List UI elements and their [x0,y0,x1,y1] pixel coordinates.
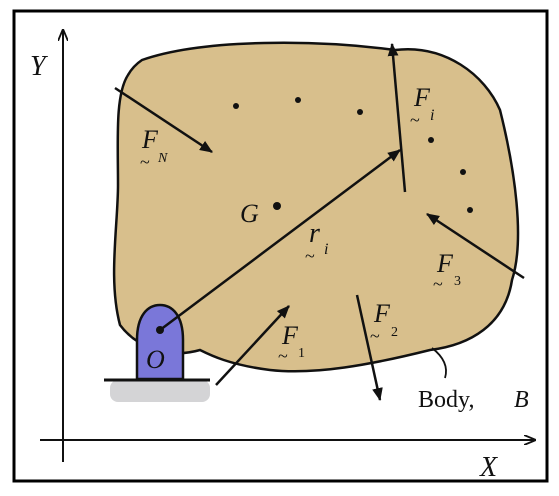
body-label-prefix: Body, [418,387,474,413]
force-subscript-f2: 2 [391,325,398,340]
body-label: Body, B [418,387,529,413]
position-vector-arrow [159,149,401,331]
force-label-f3: F 3 ~ [433,249,461,294]
force-label-fn: F N ~ [140,125,168,172]
force-symbol-f1: F [281,321,299,350]
force-arrow-f2 [355,294,383,402]
force-symbol-f3: F [436,249,454,278]
particle-dot [467,207,473,213]
force-arrow-f3 [426,212,525,280]
force-symbol-f2: F [373,299,391,328]
force-arrow-f1 [215,305,290,386]
force-symbol-fn: F [141,125,159,154]
force-tilde-f3: ~ [433,274,443,294]
particle-dot [295,97,301,103]
x-axis-label: X [479,452,498,483]
force-subscript-fi: i [430,107,434,124]
body-label-symbol: B [514,387,529,413]
particle-dots [233,97,473,213]
origin-label: O [146,345,165,374]
position-vector-tilde: ~ [305,246,315,266]
centroid-point [273,202,281,210]
force-label-f1: F 1 ~ [278,321,305,366]
force-arrow-fi [387,42,407,193]
force-subscript-fn: N [157,151,168,166]
particle-dot [460,169,466,175]
body-label-leader [431,347,447,379]
force-symbol-fi: F [413,83,431,112]
figure-frame [12,9,549,483]
particle-dot [357,109,363,115]
force-label-fi: F i ~ [410,83,434,130]
position-vector-label: r i ~ [305,218,328,266]
position-vector-subscript: i [324,241,328,258]
force-label-f2: F 2 ~ [370,299,398,346]
position-vector-symbol: r [309,218,320,249]
particle-dot [233,103,239,109]
force-tilde-f2: ~ [370,326,380,346]
force-tilde-fn: ~ [140,152,150,172]
force-subscript-f3: 3 [454,274,461,289]
y-axis-label: Y [30,51,49,82]
support-shadow [110,380,210,402]
support-pin [135,303,185,381]
centroid-label: G [240,199,259,228]
force-tilde-f1: ~ [278,346,288,366]
force-subscript-f1: 1 [298,346,305,361]
force-arrow-fn [114,86,213,154]
particle-dot [428,137,434,143]
force-tilde-fi: ~ [410,110,420,130]
